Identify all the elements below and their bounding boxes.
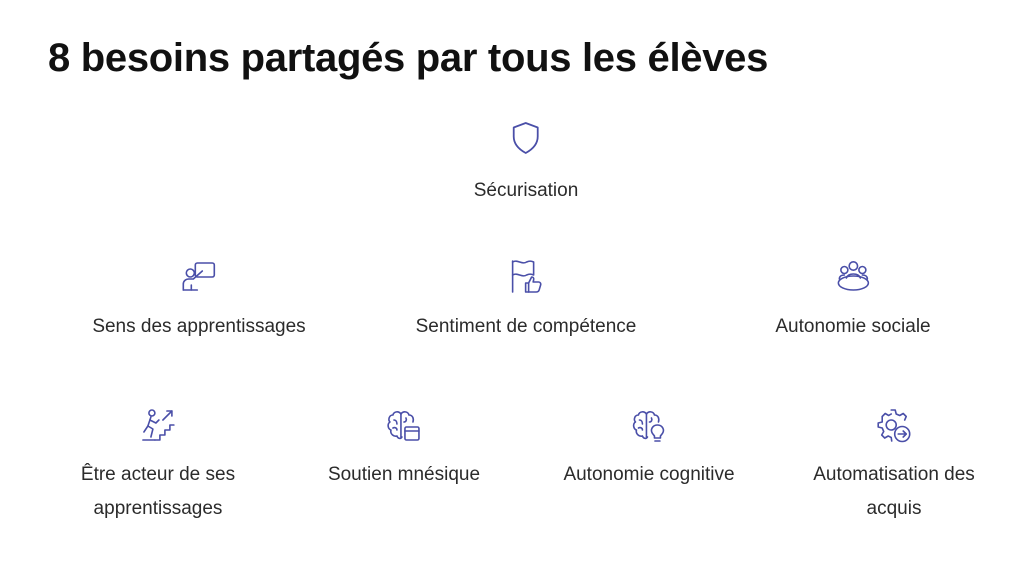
need-soutien-mnesique: Soutien mnésique	[328, 406, 480, 492]
need-label: Autonomie sociale	[775, 316, 931, 337]
need-label: Sens des apprentissages	[92, 316, 306, 337]
brain-lightbulb-icon	[629, 406, 669, 446]
need-label: Sentiment de compétence	[415, 316, 637, 337]
need-sentiment-de-competence: Sentiment de compétence	[415, 256, 637, 344]
need-label: Autonomie cognitive	[563, 464, 735, 485]
need-sens-des-apprentissages: Sens des apprentissages	[92, 256, 306, 344]
flag-thumbs-up-icon	[506, 256, 546, 296]
need-label: Sécurisation	[473, 180, 579, 201]
person-climbing-stairs-icon	[138, 406, 178, 446]
page-title: 8 besoins partagés par tous les élèves	[48, 36, 769, 80]
brain-document-icon	[384, 406, 424, 446]
need-autonomie-sociale: Autonomie sociale	[775, 256, 931, 344]
gear-arrow-icon	[874, 406, 914, 446]
need-autonomie-cognitive: Autonomie cognitive	[563, 406, 735, 492]
presentation-board-icon	[179, 256, 219, 296]
people-group-icon	[833, 256, 873, 296]
need-securisation: Sécurisation	[473, 118, 579, 208]
shield-icon	[506, 118, 546, 158]
need-label: Soutien mnésique	[327, 464, 481, 485]
